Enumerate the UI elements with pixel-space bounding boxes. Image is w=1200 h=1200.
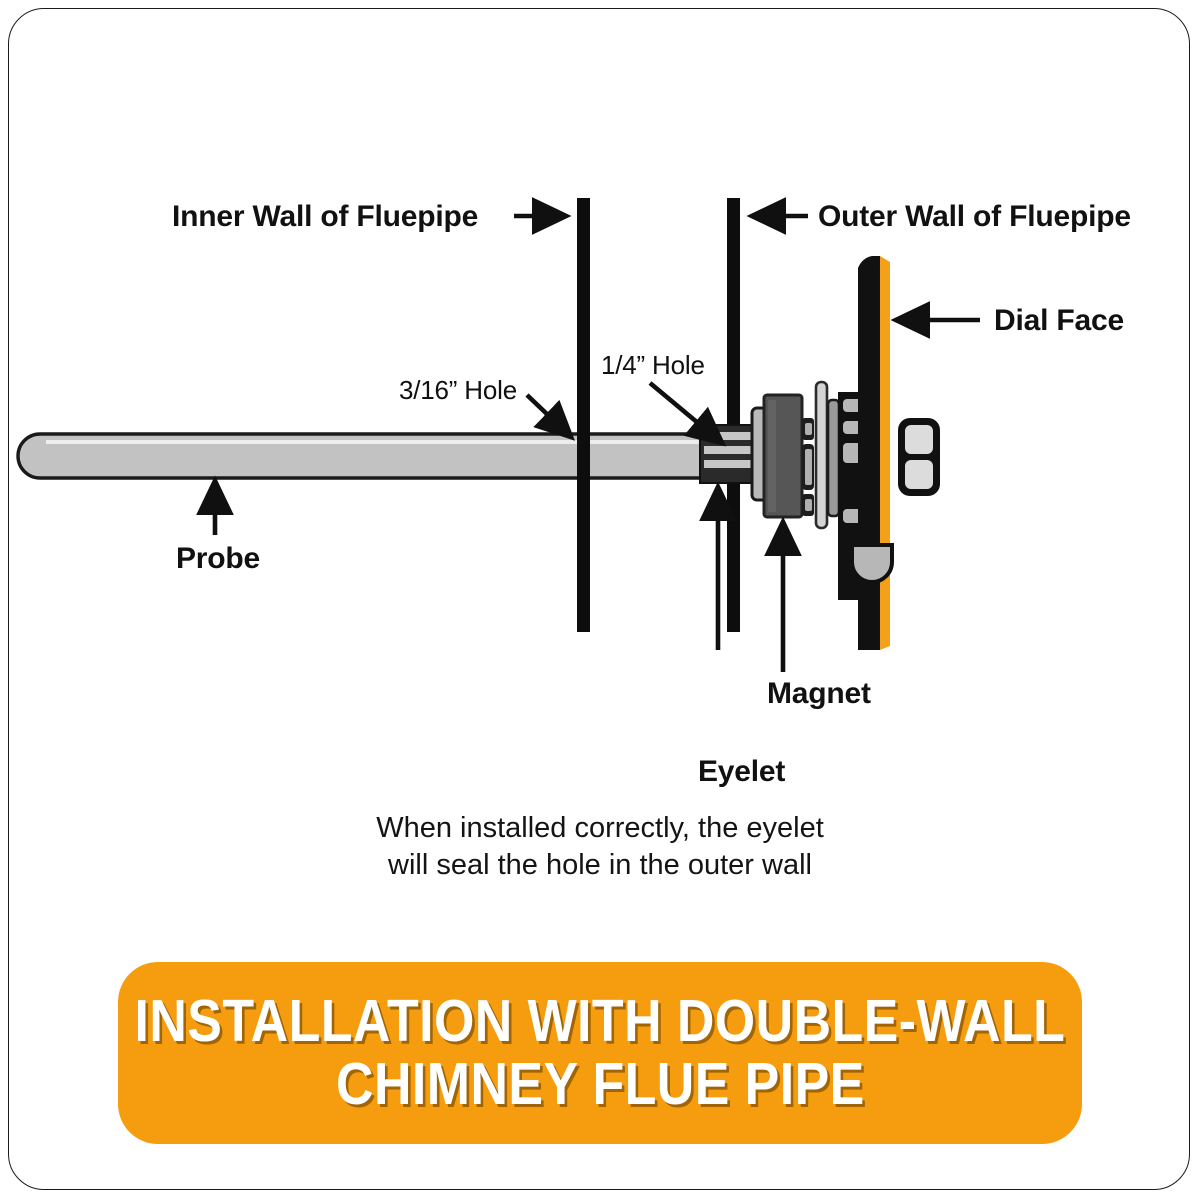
leader-hole-large xyxy=(648,381,727,447)
leader-hole-small xyxy=(525,393,575,441)
label-hole-small: 3/16” Hole xyxy=(399,375,517,405)
label-inner-wall: Inner Wall of Fluepipe xyxy=(172,200,479,233)
probe-shaft xyxy=(16,432,714,480)
title-banner: INSTALLATION WITH DOUBLE-WALL CHIMNEY FL… xyxy=(118,962,1082,1144)
leader-lines xyxy=(196,197,980,672)
label-magnet: Magnet xyxy=(767,677,871,710)
banner-line-2: CHIMNEY FLUE PIPE xyxy=(335,1051,865,1117)
banner-line-1: INSTALLATION WITH DOUBLE-WALL xyxy=(134,988,1066,1055)
label-hole-large: 1/4” Hole xyxy=(601,350,705,380)
magnet-block xyxy=(762,393,804,519)
note-line-2: will seal the hole in the outer wall xyxy=(388,849,812,881)
backplate-stack xyxy=(802,380,841,530)
label-eyelet: Eyelet xyxy=(698,755,786,788)
label-dial-face: Dial Face xyxy=(994,304,1124,337)
label-outer-wall: Outer Wall of Fluepipe xyxy=(818,200,1131,233)
dial-face xyxy=(850,256,940,650)
outer-wall xyxy=(727,198,740,632)
inner-wall xyxy=(577,198,590,632)
note-line-1: When installed correctly, the eyelet xyxy=(376,812,824,844)
label-probe: Probe xyxy=(176,542,261,575)
